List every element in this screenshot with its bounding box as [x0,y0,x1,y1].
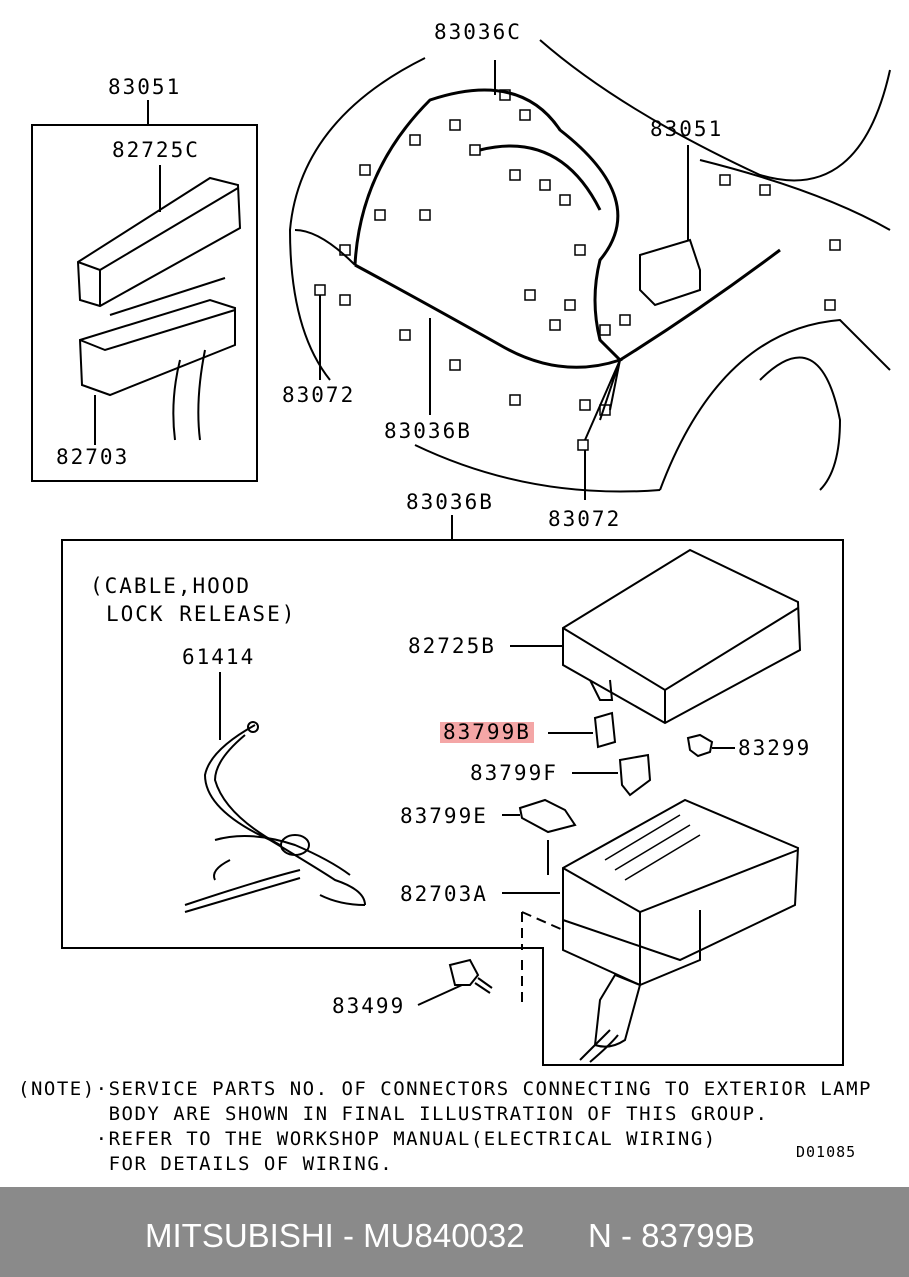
label-83499: 83499 [332,994,406,1018]
label-83072-left: 83072 [282,383,356,407]
note-line-2: BODY ARE SHOWN IN FINAL ILLUSTRATION OF … [18,1103,769,1125]
label-cable-line2: LOCK RELEASE) [106,602,297,626]
label-83072-bottom: 83072 [548,507,622,531]
label-detail-83036b: 83036B [406,490,494,514]
footer-ref: N - 83799B [588,1217,755,1254]
label-83799b-highlighted[interactable]: 83799B [440,722,534,743]
note-line-3: ·REFER TO THE WORKSHOP MANUAL(ELECTRICAL… [18,1128,717,1150]
detail-frame [61,539,844,1066]
diagram-code: D01085 [796,1143,857,1161]
label-83036c: 83036C [434,20,522,44]
label-83799e: 83799E [400,804,488,828]
detail-cover-shape [562,548,802,725]
label-83799f: 83799F [470,761,558,785]
note-line-4: FOR DETAILS OF WIRING. [18,1153,394,1175]
label-82725c: 82725C [112,138,200,162]
note-line-1: (NOTE)·SERVICE PARTS NO. OF CONNECTORS C… [18,1078,872,1100]
fuse-83799b-shape [593,711,617,749]
label-61414: 61414 [182,645,256,669]
detail-box-shape [562,798,800,962]
harness-box-shape [639,238,701,307]
inset-frame [31,124,258,482]
inset-box-shape [78,298,236,397]
footer-bar: MITSUBISHI - MU840032 N - 83799B [0,1187,909,1277]
label-83299: 83299 [738,736,812,760]
label-82703a: 82703A [400,882,488,906]
footer-brand-part: MITSUBISHI - MU840032 [145,1217,525,1254]
label-inset-83051: 83051 [108,75,182,99]
label-83036b: 83036B [384,419,472,443]
label-82703: 82703 [56,445,130,469]
label-82725b: 82725B [408,634,496,658]
main-harness-wire [353,88,623,369]
label-cable-line1: (CABLE,HOOD [90,574,252,598]
hood-cable-wire [203,724,366,906]
parts-diagram-artwork [31,39,891,1066]
inset-cover-shape [76,176,242,308]
label-right-83051: 83051 [650,117,724,141]
